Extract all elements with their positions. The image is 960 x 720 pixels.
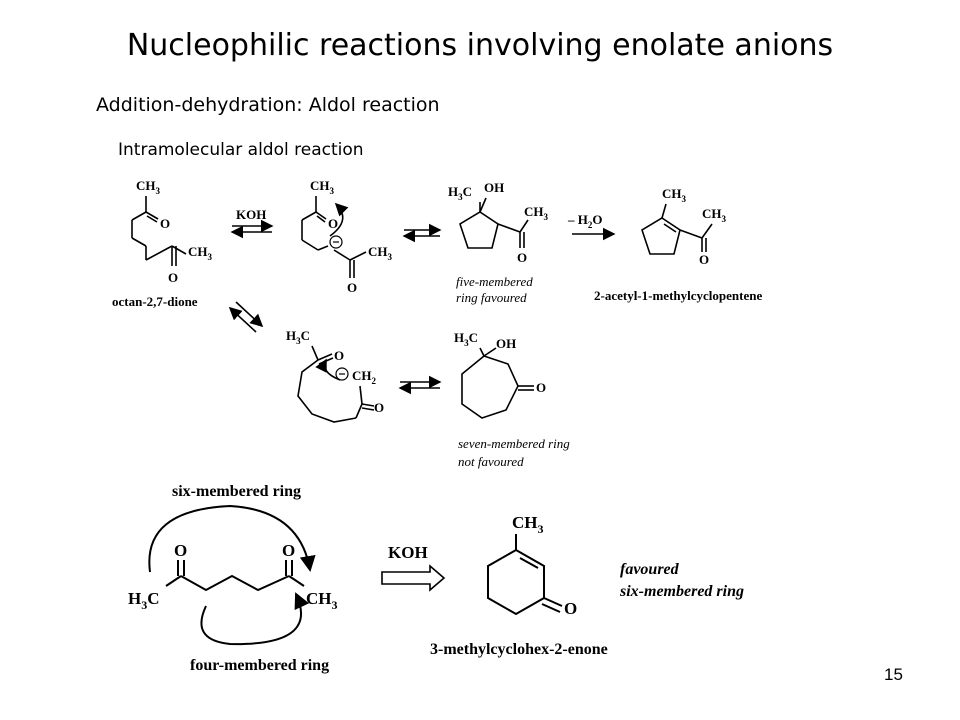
- svg-text:O: O: [328, 216, 338, 231]
- methylcyclohexenone-structure: CH3 O: [487, 513, 577, 618]
- svg-text:OH: OH: [484, 180, 504, 195]
- svg-text:O: O: [564, 599, 577, 618]
- svg-text:H3C: H3C: [448, 184, 472, 202]
- svg-text:O: O: [699, 252, 709, 267]
- five-ring-caption-2: ring favoured: [456, 290, 527, 305]
- favoured-caption-1: favoured: [620, 561, 680, 578]
- svg-text:O: O: [374, 400, 384, 415]
- product-name-1: 2-acetyl-1-methylcyclopentene: [594, 288, 762, 303]
- svg-text:CH3: CH3: [662, 186, 687, 204]
- five-ring-caption-1: five-membered: [456, 274, 533, 289]
- six-ring-label: six-membered ring: [172, 483, 301, 500]
- section-heading: Intramolecular aldol reaction: [118, 140, 364, 160]
- svg-text:OH: OH: [496, 336, 516, 351]
- slide-title: Nucleophilic reactions involving enolate…: [126, 28, 834, 63]
- diag-arrow-reverse: [228, 306, 257, 333]
- svg-text:CH3: CH3: [306, 589, 338, 612]
- dehydration-label: – H2O: [567, 212, 603, 230]
- svg-text:O: O: [282, 541, 295, 560]
- svg-text:CH3: CH3: [512, 513, 544, 536]
- svg-text:O: O: [536, 380, 546, 395]
- acetylmethylcyclopentene-structure: CH3 CH3 O: [641, 186, 727, 267]
- favoured-caption-2: six-membered ring: [619, 583, 744, 600]
- seven-ring-caption-1: seven-membered ring: [458, 436, 570, 451]
- page-number: 15: [884, 665, 903, 684]
- svg-text:O: O: [160, 216, 170, 231]
- svg-text:O: O: [334, 348, 344, 363]
- svg-text:CH3: CH3: [524, 204, 549, 222]
- svg-text:O: O: [517, 250, 527, 265]
- seven-ring-caption-2: not favoured: [458, 454, 524, 469]
- five-membered-aldol-structure: H3C OH CH3 O: [448, 180, 549, 265]
- svg-text:H3C: H3C: [454, 330, 478, 348]
- svg-text:O: O: [174, 541, 187, 560]
- enolate-seven-ring-structure: H3C O CH2 O: [286, 328, 384, 423]
- slide-subtitle: Addition-dehydration: Aldol reaction: [96, 94, 440, 116]
- hollow-arrow: [381, 564, 446, 592]
- start-name: octan-2,7-dione: [112, 294, 198, 309]
- svg-text:CH3: CH3: [310, 178, 335, 196]
- four-ring-label: four-membered ring: [190, 657, 329, 674]
- svg-text:CH3: CH3: [136, 178, 161, 196]
- svg-text:CH3: CH3: [702, 206, 727, 224]
- enolate-five-ring-structure: CH3 O CH3 O: [301, 178, 393, 295]
- heptanedione-structure: O O H3C CH3: [128, 504, 338, 646]
- koh-label-2: KOH: [388, 543, 428, 562]
- svg-text:O: O: [347, 280, 357, 295]
- koh-label-1: KOH: [236, 207, 266, 222]
- svg-text:O: O: [168, 270, 178, 285]
- svg-text:CH3: CH3: [188, 244, 213, 262]
- svg-text:CH3: CH3: [368, 244, 393, 262]
- svg-text:CH2: CH2: [352, 368, 377, 386]
- svg-text:H3C: H3C: [128, 589, 160, 612]
- diag-arrow-forward: [235, 301, 264, 328]
- octan-2-7-dione-structure: CH3 O CH3 O: [131, 178, 213, 285]
- svg-text:H3C: H3C: [286, 328, 310, 346]
- product-name-2: 3-methylcyclohex-2-enone: [430, 641, 608, 658]
- seven-membered-aldol-structure: H3C OH O: [454, 330, 546, 419]
